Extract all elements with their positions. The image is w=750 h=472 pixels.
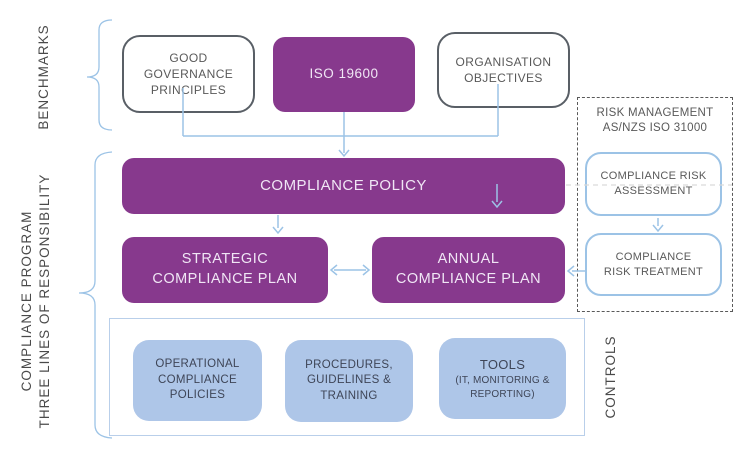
benchmarks-brace (86, 19, 113, 131)
organisation-objectives-box: ORGANISATION OBJECTIVES (437, 32, 570, 108)
strategic-annual-right-arrowhead (362, 264, 371, 276)
benchmarks-section-label: BENCHMARKS (35, 24, 51, 130)
compliance-risk-treatment-box: COMPLIANCE RISK TREATMENT (585, 233, 722, 296)
tools-box-subtitle: (IT, MONITORING & REPORTING) (455, 375, 550, 400)
policy-to-strategic-arrowhead (272, 226, 284, 235)
compliance-program-label-line1: COMPLIANCE PROGRAM (18, 210, 34, 392)
risk-management-title-line2: AS/NZS ISO 31000 (602, 121, 708, 134)
controls-section-label: CONTROLS (602, 335, 618, 419)
compliance-program-label-line2: THREE LINES OF RESPONSIBILITY (37, 173, 52, 429)
treatment-to-annual-arrowhead (566, 265, 575, 277)
risk-management-title-line1: RISK MANAGEMENT (596, 107, 714, 119)
good-governance-principles-box: GOOD GOVERNANCE PRINCIPLES (122, 35, 255, 113)
compliance-program-brace (78, 151, 113, 439)
tools-box-title: TOOLS (479, 356, 526, 372)
compliance-risk-assessment-box: COMPLIANCE RISK ASSESSMENT (585, 152, 722, 216)
annual-compliance-plan-box: ANNUAL COMPLIANCE PLAN (372, 237, 565, 303)
procedures-guidelines-training-box: PROCEDURES, GUIDELINES & TRAINING (285, 340, 413, 422)
risk-management-panel (577, 97, 733, 312)
tools-box: TOOLS (IT, MONITORING & REPORTING) (439, 338, 566, 419)
iso-19600-box: ISO 19600 (273, 37, 415, 112)
operational-compliance-policies-box: OPERATIONAL COMPLIANCE POLICIES (133, 340, 262, 421)
compliance-program-section-label: COMPLIANCE PROGRAM THREE LINES OF RESPON… (18, 174, 54, 429)
compliance-policy-box: COMPLIANCE POLICY (122, 158, 565, 214)
strategic-compliance-plan-box: STRATEGIC COMPLIANCE PLAN (122, 237, 328, 303)
strategic-annual-left-arrowhead (329, 264, 338, 276)
risk-management-panel-title: RISK MANAGEMENT AS/NZS ISO 31000 (584, 106, 726, 136)
iso-to-policy-arrowhead (338, 149, 350, 158)
